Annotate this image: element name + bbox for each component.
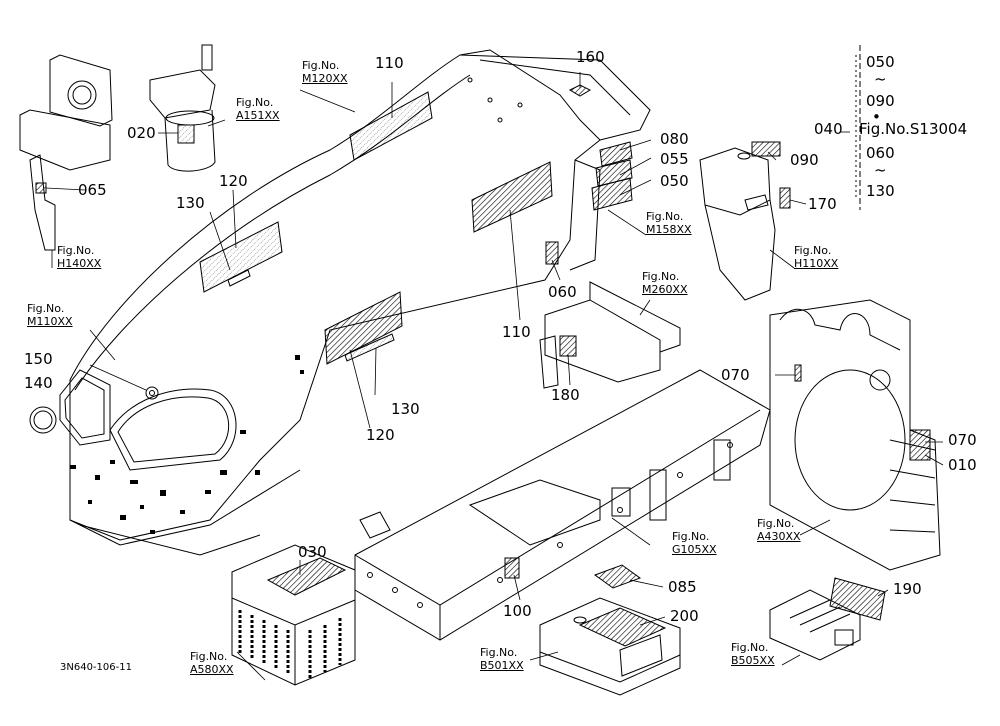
fig-number: A151XX (236, 108, 280, 122)
callout-030: 030 (298, 543, 327, 561)
bracket-h140 (19, 54, 113, 251)
group-fig-ref: Fig.No.S13004 (859, 120, 968, 138)
callout-110-top: 110 (375, 54, 404, 72)
fig-ref-m260: Fig.No.M260XX (642, 270, 688, 296)
callout-070-a: 070 (721, 366, 750, 384)
group-range-top-tilde: ~ (874, 70, 887, 88)
controller (539, 597, 681, 696)
group-range-top-start: 050 (866, 53, 895, 71)
fig-number: M120XX (302, 71, 348, 85)
group-range-top-end: 090 (866, 92, 895, 110)
callout-010: 010 (948, 456, 977, 474)
callout-070-b: 070 (948, 431, 977, 449)
bracket-m260 (539, 281, 681, 389)
fig-number: A430XX (757, 529, 801, 543)
callout-180: 180 (551, 386, 580, 404)
fig-number: H140XX (57, 256, 102, 270)
fig-number: G105XX (672, 542, 717, 556)
group-bracket (855, 45, 861, 210)
fig-ref-m158: Fig.No.M158XX (646, 210, 692, 236)
callout-130-top: 130 (176, 194, 205, 212)
fig-number: M158XX (646, 222, 692, 236)
decal-120-left (199, 221, 283, 293)
callout-060: 060 (548, 283, 577, 301)
group-range-bot-end: 130 (866, 182, 895, 200)
fig-label: Fig.No. (302, 59, 340, 72)
fig-number: B505XX (731, 653, 775, 667)
decal-110-side (471, 161, 553, 233)
callout-090: 090 (790, 151, 819, 169)
decal-080-055-050 (591, 141, 633, 211)
callout-080: 080 (660, 130, 689, 148)
fig-number: M110XX (27, 314, 73, 328)
callout-050: 050 (660, 172, 689, 190)
callout-100: 100 (503, 602, 532, 620)
group-range-bot-start: 060 (866, 144, 895, 162)
leader-lines (45, 72, 944, 681)
decal-060 (545, 241, 559, 265)
battery (231, 544, 356, 686)
callout-190: 190 (893, 580, 922, 598)
callout-020: 020 (127, 124, 156, 142)
group-dot: • (872, 108, 881, 126)
fig-label: Fig.No. (794, 244, 832, 257)
fig-label: Fig.No. (642, 270, 680, 283)
fig-ref-a430: Fig.No.A430XX (757, 517, 801, 543)
fig-label: Fig.No. (757, 517, 795, 530)
fig-ref-m110: Fig.No.M110XX (27, 302, 73, 328)
fig-label: Fig.No. (57, 244, 95, 257)
fig-label: Fig.No. (672, 530, 710, 543)
control-unit-b505 (769, 589, 861, 661)
group-range-bot-tilde: ~ (874, 161, 887, 179)
decal-085 (593, 564, 642, 589)
fig-ref-b505: Fig.No.B505XX (731, 641, 775, 667)
fig-ref-g105: Fig.No.G105XX (672, 530, 717, 556)
fig-label: Fig.No. (480, 646, 518, 659)
fig-ref-m120: Fig.No.M120XX (302, 59, 348, 85)
callout-120-top: 120 (219, 172, 248, 190)
fig-ref-a151: Fig.No.A151XX (236, 96, 280, 122)
bonnet (59, 49, 651, 556)
fig-ref-b501: Fig.No.B501XX (480, 646, 524, 672)
callout-170: 170 (808, 195, 837, 213)
fig-number: A580XX (190, 662, 234, 676)
radiator-shroud (769, 299, 941, 571)
panel-160 (568, 84, 592, 97)
callout-085: 085 (668, 578, 697, 596)
callout-140: 140 (24, 374, 53, 392)
decal-120-side (324, 291, 403, 365)
drawing-id: 3N640-106-11 (60, 662, 132, 673)
column-cover-h110 (699, 141, 791, 301)
fig-label: Fig.No. (646, 210, 684, 223)
callout-200: 200 (670, 607, 699, 625)
callout-160: 160 (576, 48, 605, 66)
decal-190 (829, 577, 886, 621)
callout-055: 055 (660, 150, 689, 168)
fig-ref-h140: Fig.No.H140XX (57, 244, 102, 270)
cap-140 (29, 406, 57, 434)
fig-ref-a580: Fig.No.A580XX (190, 650, 234, 676)
fig-number: M260XX (642, 282, 688, 296)
fig-number: B501XX (480, 658, 524, 672)
callout-065: 065 (78, 181, 107, 199)
decal-110-top (349, 91, 433, 161)
fig-label: Fig.No. (731, 641, 769, 654)
fig-label: Fig.No. (27, 302, 65, 315)
callout-040: 040 (814, 120, 843, 138)
callout-120-side: 120 (366, 426, 395, 444)
fig-number: H110XX (794, 256, 839, 270)
fig-ref-h110: Fig.No.H110XX (794, 244, 839, 270)
fuel-filter (149, 44, 216, 172)
fig-label: Fig.No. (236, 96, 274, 109)
fig-label: Fig.No. (190, 650, 228, 663)
callout-110-side: 110 (502, 323, 531, 341)
callout-150: 150 (24, 350, 53, 368)
callout-130-side: 130 (391, 400, 420, 418)
